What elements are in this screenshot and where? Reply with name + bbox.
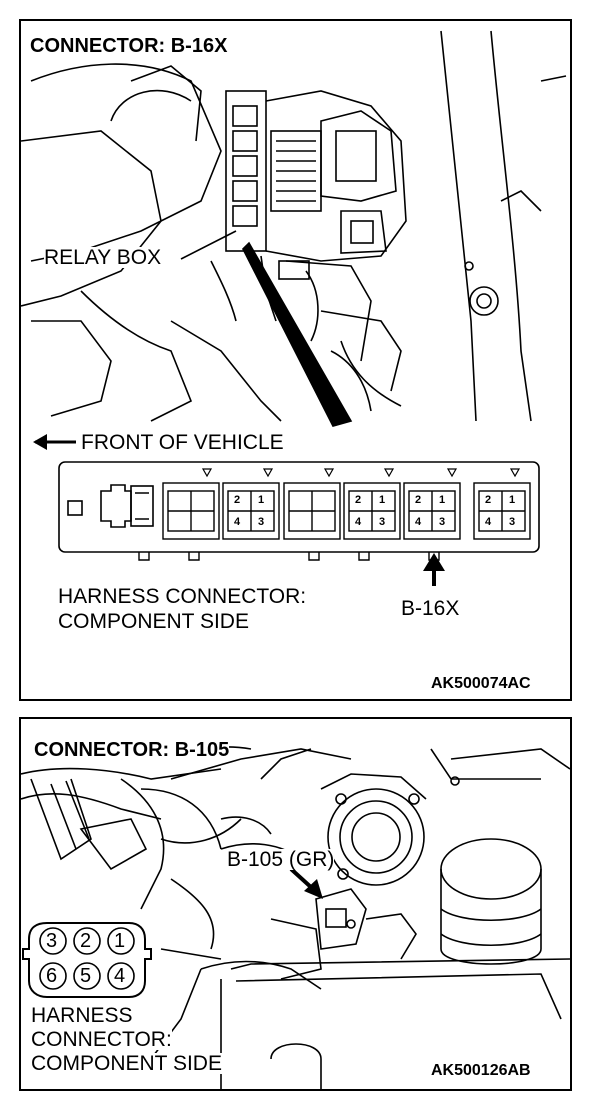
component-side-label: COMPONENT SIDE — [58, 610, 249, 633]
engine-bay-illustration — [21, 30, 567, 586]
harness-connector-label: HARNESS CONNECTOR: — [58, 585, 307, 608]
connector-b105-panel: CONNECTOR: B-105 B-105 (GR) 3 2 1 6 5 4 … — [19, 717, 572, 1091]
engine-bay-illustration — [21, 746, 570, 1089]
pin-label: 2 — [355, 494, 362, 506]
pin-label: 4 — [114, 965, 126, 987]
pin-label: 4 — [415, 516, 422, 528]
pin-label: 2 — [234, 494, 241, 506]
pin-label: 2 — [485, 494, 492, 506]
front-of-vehicle-label: FRONT OF VEHICLE — [81, 431, 284, 454]
connector-b16x-panel: CONNECTOR: B-16X RELAY BOX FRONT OF VEHI… — [19, 19, 572, 701]
pin-label: 5 — [80, 965, 92, 987]
pin-label: 3 — [46, 930, 58, 952]
pin-label: 3 — [439, 516, 446, 528]
pin-label: 1 — [509, 494, 516, 506]
panel-title: CONNECTOR: B-16X — [30, 35, 228, 57]
pin-label: 2 — [415, 494, 422, 506]
relay-box-label: RELAY BOX — [44, 246, 162, 269]
pin-label: 1 — [439, 494, 446, 506]
pin-label: 4 — [355, 516, 362, 528]
pin-label: 4 — [485, 516, 492, 528]
pin-label: 1 — [258, 494, 265, 506]
pin-label: 3 — [258, 516, 265, 528]
pin-label: 6 — [46, 965, 58, 987]
pin-label: 2 — [80, 930, 92, 952]
pin-label: 1 — [114, 930, 126, 952]
pin-label: 1 — [379, 494, 386, 506]
connector-b105-label: B-105 (GR) — [227, 848, 335, 871]
pin-label: 4 — [234, 516, 241, 528]
panel-title: CONNECTOR: B-105 — [34, 739, 230, 761]
pin-label: 3 — [509, 516, 516, 528]
harness-label: HARNESS — [31, 1004, 133, 1027]
component-side-label: COMPONENT SIDE — [31, 1052, 222, 1075]
connector-b16x-label: B-16X — [401, 597, 460, 620]
connector-label: CONNECTOR: — [31, 1028, 172, 1051]
pin-label: 3 — [379, 516, 386, 528]
illustration-code: AK500074AC — [431, 675, 531, 692]
illustration-code: AK500126AB — [431, 1062, 531, 1079]
